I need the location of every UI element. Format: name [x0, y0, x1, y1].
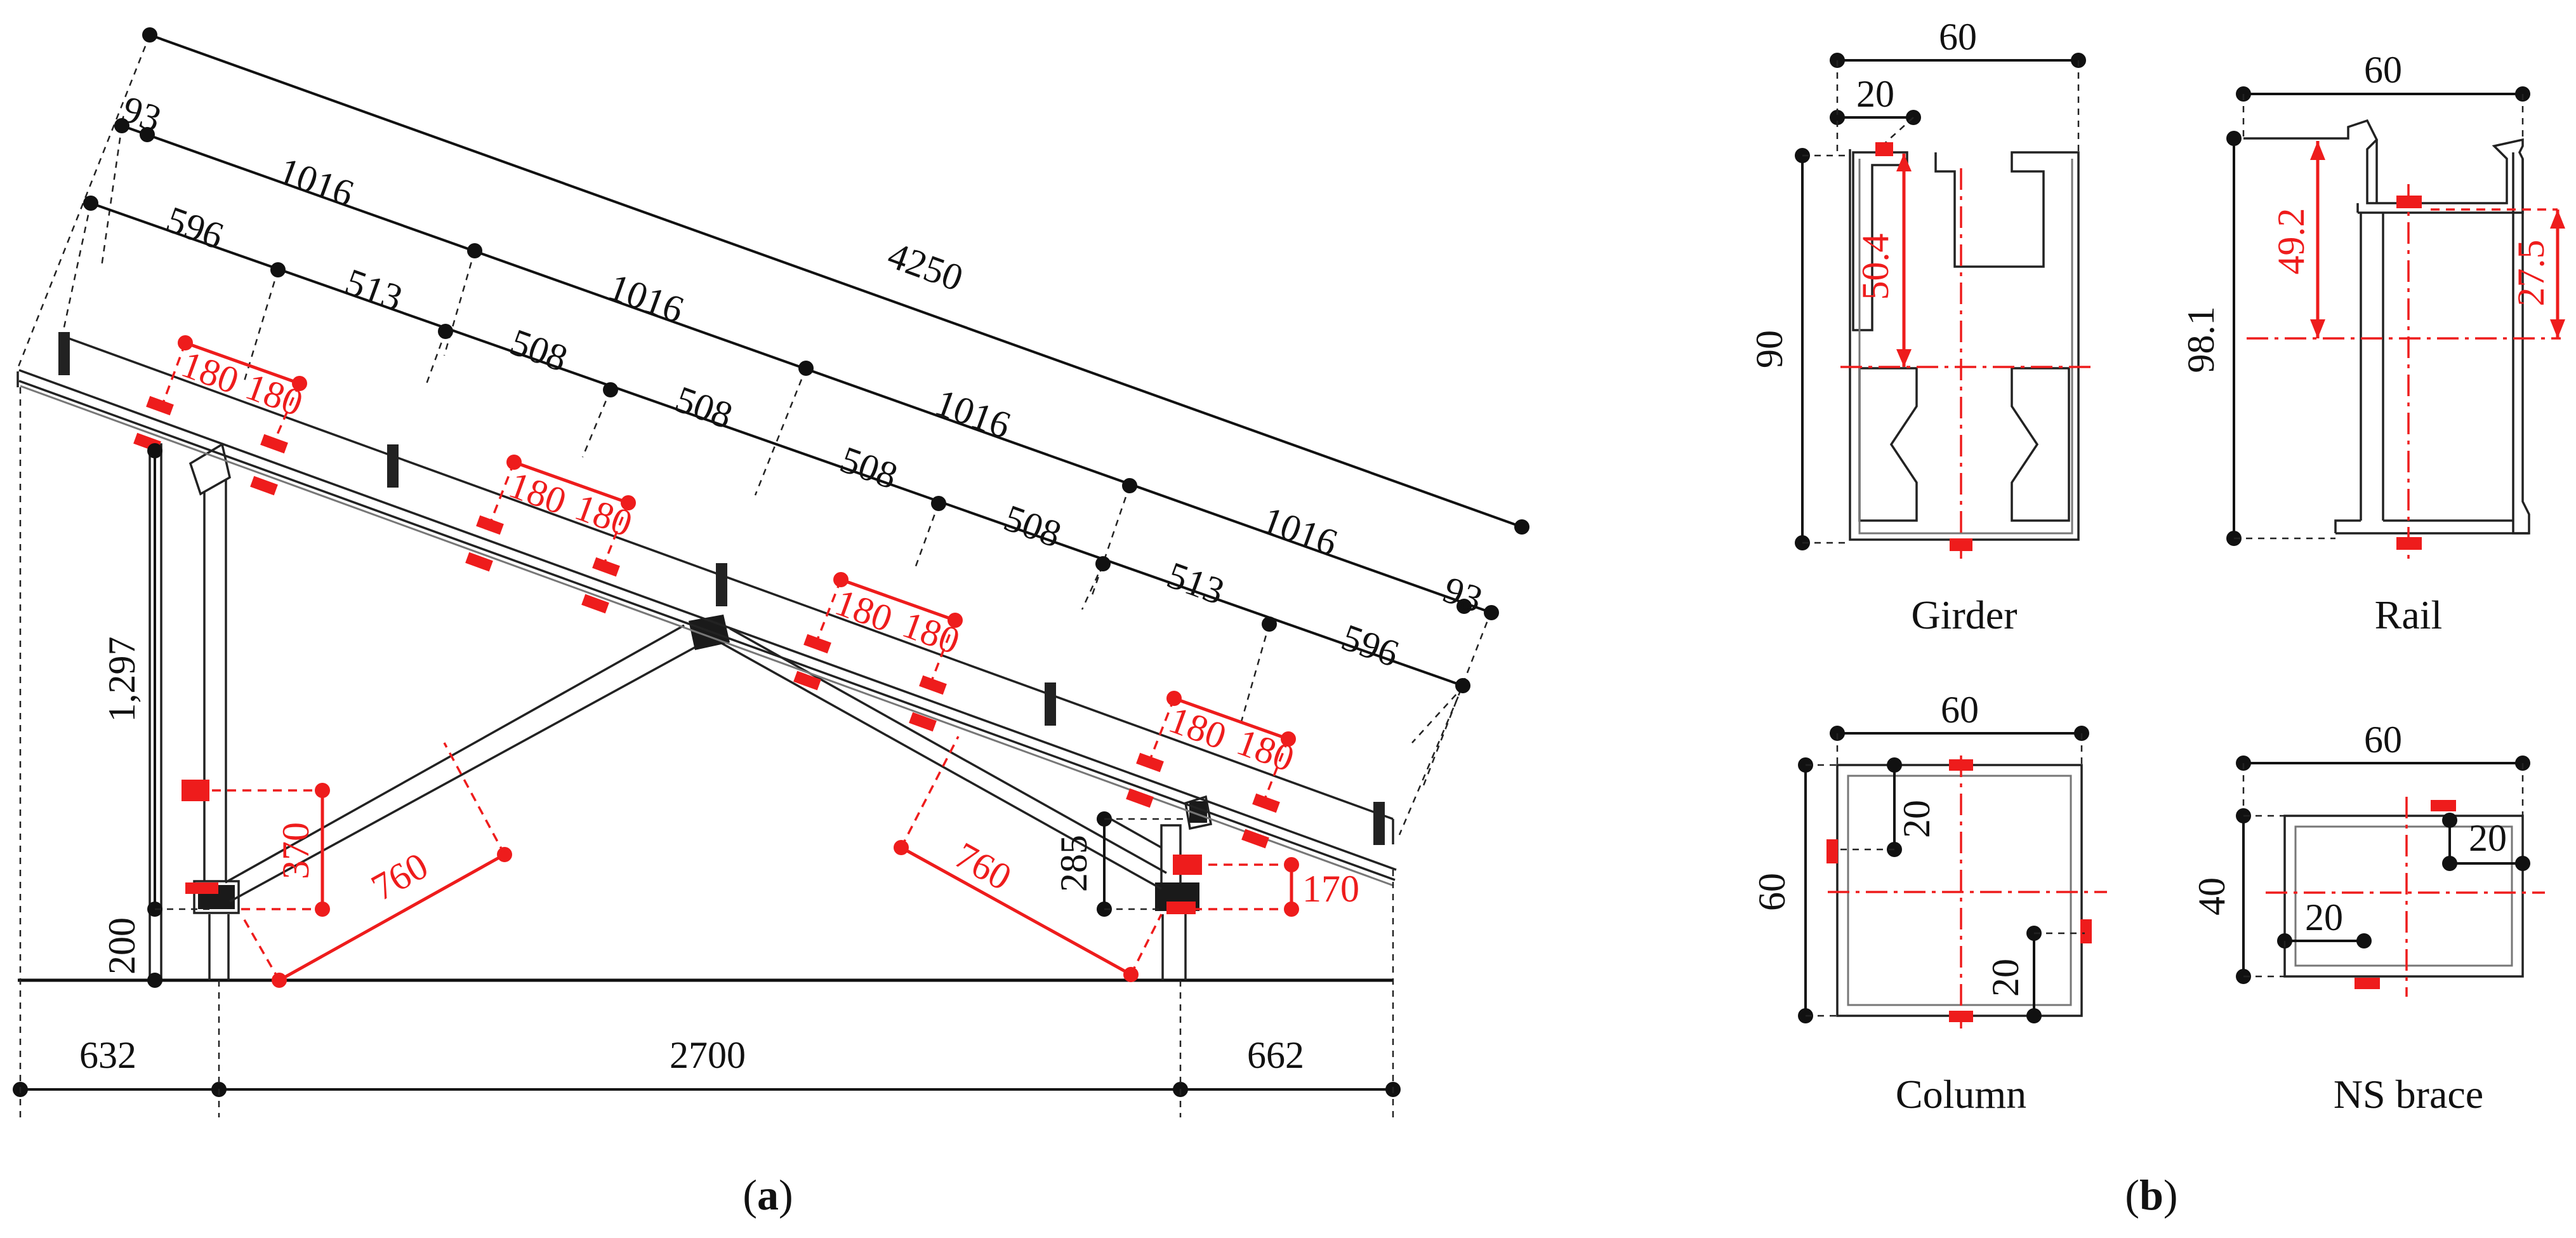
ns-brace-offset-a: 20	[2469, 817, 2507, 859]
overall-length-label: 4250	[883, 234, 968, 299]
rail-width: 60	[2364, 49, 2402, 91]
girder-slope	[17, 369, 1397, 887]
girder-centroid: 50.4	[1854, 234, 1896, 300]
column-height-label: 1,297	[101, 637, 143, 722]
girder-offset: 20	[1856, 73, 1894, 115]
segment-dim-line	[90, 202, 1463, 687]
overall-dim-line	[149, 34, 1522, 528]
slope-dimension-labels: 4250 93 93 1016 1016 1016 1016 596 513 5…	[117, 88, 1488, 675]
panel-a-elevation: 4250 93 93 1016 1016 1016 1016 596 513 5…	[13, 27, 1529, 1219]
rail-centroid-a: 49.2	[2270, 208, 2312, 275]
module-span-3: 1016	[930, 381, 1016, 446]
ns-brace-offset-b: 20	[2305, 896, 2343, 938]
segment-8: 596	[1337, 616, 1404, 675]
module-span-1: 1016	[274, 149, 359, 215]
girder-width: 60	[1939, 16, 1977, 58]
segment-7: 513	[1162, 554, 1230, 613]
red-brace-dims: 760 760	[240, 736, 1163, 988]
module-clamps	[58, 332, 1385, 845]
slope-extension-lines	[17, 34, 1493, 835]
segment-3: 508	[505, 321, 573, 380]
gauge-label-3: 180	[504, 463, 572, 522]
ns-brace-width: 60	[2364, 719, 2402, 761]
segment-6: 508	[999, 496, 1067, 556]
panel-b-caption: (b)	[2125, 1171, 2177, 1219]
end-right-label: 93	[1438, 568, 1488, 621]
red-vertical-right: 170	[1302, 868, 1359, 910]
girder-caption: Girder	[1911, 592, 2017, 637]
slope-dimensions	[83, 27, 1529, 693]
girder-height: 90	[1748, 330, 1790, 368]
horizontal-dim-1: 632	[79, 1034, 136, 1076]
rail-caption: Rail	[2375, 592, 2443, 637]
rear-column	[149, 443, 240, 982]
base-height-label: 200	[101, 917, 143, 975]
ns-brace-section: 60 20 20 40 NS brace	[2191, 719, 2545, 1117]
horizontal-dims: 632 2700 662	[13, 387, 1401, 1117]
column-caption: Column	[1896, 1072, 2026, 1117]
column-width: 60	[1941, 689, 1979, 731]
module-span-4: 1016	[1257, 498, 1343, 564]
gauge-label-2: 180	[241, 365, 308, 424]
ns-brace-caption: NS brace	[2334, 1072, 2483, 1117]
ns-brace-left	[225, 624, 697, 903]
front-column-height-label: 285	[1053, 835, 1095, 892]
brace-right-dim: 760	[948, 834, 1019, 898]
column-offset-a: 20	[1896, 800, 1938, 838]
front-column	[1155, 795, 1213, 980]
column-section: 60 20 20 60 Column	[1751, 689, 2107, 1117]
column-height: 60	[1751, 873, 1793, 911]
module-span-2: 1016	[604, 265, 689, 331]
girder-section: 60 20 50.4 90 Girder	[1748, 16, 2094, 637]
panel-a-caption: (a)	[743, 1171, 793, 1219]
column-offset-b: 20	[1985, 959, 2026, 997]
panel-b-sections: 60 20 50.4 90 Girder	[1748, 16, 2565, 1219]
segment-5: 508	[835, 438, 903, 497]
horizontal-dim-2: 2700	[670, 1034, 746, 1076]
red-vertical-dims: 370 170	[182, 780, 1359, 917]
gauge-label-8: 180	[1232, 721, 1300, 780]
red-vertical-left: 370	[275, 822, 317, 879]
panel-b-letter: b	[2139, 1171, 2163, 1219]
gauge-label-7: 180	[1164, 698, 1232, 757]
gauge-label-5: 180	[830, 581, 898, 640]
panel-a-letter: a	[757, 1171, 779, 1219]
ns-brace-right	[720, 627, 1167, 890]
gauge-label-4: 180	[570, 486, 638, 545]
gauge-label-6: 180	[897, 603, 965, 662]
horizontal-dim-3: 662	[1247, 1034, 1304, 1076]
rail-centroid-b: 27.5	[2510, 240, 2552, 307]
rail-section: 60 49.2 27.5 98.1	[2180, 49, 2565, 637]
ns-brace-height: 40	[2191, 877, 2233, 915]
black-vertical-dims: 1,297 200 285	[101, 443, 1187, 988]
rail-height: 98.1	[2180, 307, 2222, 373]
gauge-label-1: 180	[176, 343, 244, 402]
